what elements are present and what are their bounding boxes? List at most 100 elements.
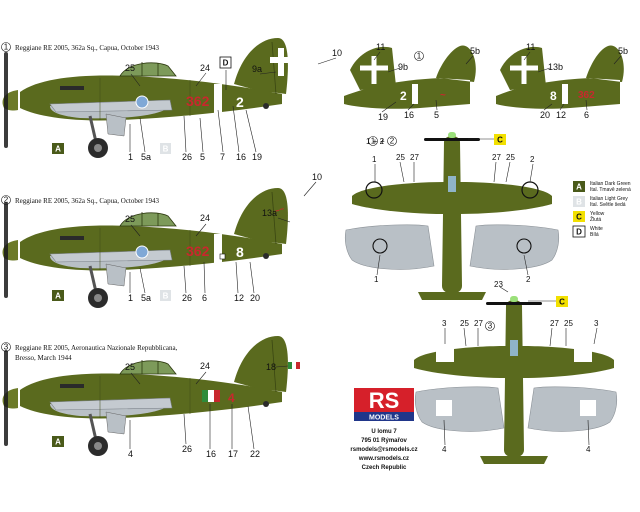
profile-2-number: 2	[4, 196, 9, 205]
plan-view-3-callout-4b: 4	[586, 445, 591, 454]
profile-2-fuselage-band	[214, 234, 222, 268]
profile-2-callout-10: 10	[312, 172, 322, 182]
tail-detail-2-callout-20: 20	[540, 110, 550, 120]
profile-1-key-b-label: B	[163, 145, 169, 154]
rs-logo-top-bg	[354, 388, 414, 412]
profile-3-caption-line2: Bresso, March 1944	[15, 354, 72, 362]
plan-view-3-callout-3b: 3	[594, 319, 599, 328]
plan-view-1-2-callout-25: 25	[396, 153, 405, 162]
legend-key-d	[572, 225, 586, 238]
legend-a-line1: Italian Dark Green	[590, 181, 631, 187]
legend-d-line1: White	[590, 226, 603, 232]
tail-detail-2-callout-12: 12	[556, 110, 566, 120]
profile-3-code-red: 4	[228, 391, 235, 405]
profile-2-callout-1: 1	[128, 293, 133, 303]
plan-view-3-callout-23: 23	[494, 280, 503, 289]
tail-detail-1-code: 2	[400, 89, 407, 103]
legend-a-line2: Ital. Tmavě zelená	[590, 187, 631, 193]
legend-c-line1: Yellow	[590, 211, 605, 217]
plan-view-1-2-callout-25b: 25	[506, 153, 515, 162]
profile-3-flag-red	[214, 390, 220, 402]
svg-text:C: C	[559, 298, 565, 307]
profile-3-callout-26: 26	[182, 444, 192, 454]
profile-2-callout-24: 24	[200, 213, 210, 223]
plan-view-1-2: 1 + 2 1 + 2 C 1 25 27 27 25 2 1 2	[344, 132, 560, 300]
profile-1-fuselage-band	[214, 84, 222, 118]
legend-key-b	[573, 196, 585, 207]
profile-2-callout-5a: 5a	[141, 293, 151, 303]
address-line-1: U lomu 7	[371, 429, 397, 435]
profile-3-tail-flag-green	[288, 362, 292, 369]
tail-detail-2-code-red: 362	[578, 90, 595, 101]
profile-2-key-b	[160, 290, 171, 301]
svg-text:1: 1	[371, 137, 376, 146]
tail-detail-2-callout-5b: 5b	[618, 46, 628, 56]
profile-3: 3 Reggiane RE 2005, Aeronautica Nazional…	[1, 334, 300, 459]
plan-view-1-2-callout-1b: 1	[374, 275, 379, 284]
plan-view-3-wing-marking-left	[436, 344, 454, 362]
legend-b-line1: Italian Light Grey	[590, 196, 628, 202]
legend-key-a-label: A	[576, 183, 582, 192]
profile-1-squadron-badge	[135, 95, 149, 109]
profile-3-caption-line1: Reggiane RE 2005, Aeronautica Nazionale …	[15, 344, 178, 352]
profile-3-flag-white	[208, 390, 214, 402]
profile-2-callout-6: 6	[202, 293, 207, 303]
plan-view-3-callout-4: 4	[442, 445, 447, 454]
tail-detail-1-badge	[414, 51, 424, 61]
tail-detail-2-callout-13b: 13b	[548, 62, 563, 72]
colour-legend: A Italian Dark Green Ital. Tmavě zelená …	[572, 181, 631, 238]
profile-2-code-white: 8	[236, 244, 244, 260]
profile-3-callout-22: 22	[250, 449, 260, 459]
profile-1: 1 Reggiane RE 2005, 362a Sq., Capua, Oct…	[1, 36, 342, 162]
profile-2-tail-emblem: ~~	[274, 204, 286, 216]
profile-2-callout-26: 26	[182, 293, 192, 303]
plan-view-3-callout-27: 27	[474, 319, 483, 328]
plan-view-3-header: 3	[488, 322, 493, 331]
profile-2-key-a	[52, 290, 64, 301]
company-address: U lomu 7 795 01 Rýmařov rsmodels@rsmodel…	[350, 429, 417, 471]
profile-1-callout-5: 5	[200, 152, 205, 162]
plan-view-1-2-callout-2b: 2	[526, 275, 531, 284]
rs-logo-top: RS	[369, 388, 400, 413]
plan-view-1-2-callout-2: 2	[530, 155, 535, 164]
profile-1-callout-7: 7	[220, 152, 225, 162]
plan-view-3-under-wing-right	[527, 386, 618, 432]
plan-view-3-wing-marking-right	[574, 344, 592, 362]
profile-3-tail-flag-red	[296, 362, 300, 369]
profile-2-callout-13a: 13a	[262, 208, 277, 218]
legend-key-a	[573, 181, 585, 192]
svg-text:C: C	[497, 136, 503, 145]
legend-b-line2: Ital. Světle šedá	[590, 202, 626, 208]
profile-1-key-d	[219, 56, 232, 69]
legend-d-line2: Bílá	[590, 232, 599, 238]
profile-1-callout-25: 25	[125, 63, 135, 73]
profile-1-callout-24: 24	[200, 63, 210, 73]
profile-1-tail-cross	[270, 48, 292, 76]
tail-detail-2-cross	[510, 56, 538, 84]
plan-view-1-2-header: 1 + 2	[366, 137, 385, 146]
plan-view-1-2-callout-1: 1	[372, 155, 377, 164]
plan-view-3-callout-25b: 25	[564, 319, 573, 328]
profile-3-callout-4: 4	[128, 449, 133, 459]
profile-1-key-d-label: D	[223, 59, 229, 68]
tail-detail-1-cross	[360, 56, 388, 84]
profile-1-code-white: 2	[236, 94, 244, 110]
plan-view-3-callout-27b: 27	[550, 319, 559, 328]
profile-1-key-b	[160, 143, 171, 154]
profile-3-callout-18: 18	[266, 362, 276, 372]
tail-detail-1-callout-16: 16	[404, 110, 414, 120]
profile-1-caption: Reggiane RE 2005, 362a Sq., Capua, Octob…	[15, 44, 160, 52]
svg-text:+: +	[380, 137, 385, 146]
tail-detail-1-callout-5b: 5b	[470, 46, 480, 56]
profile-3-callout-16: 16	[206, 449, 216, 459]
legend-c-line2: Žlutá	[590, 215, 601, 223]
profile-3-callout-24: 24	[200, 361, 210, 371]
plan-view-1-2-callout-27b: 27	[492, 153, 501, 162]
svg-text:1: 1	[417, 52, 422, 61]
profile-2-key-d-marker	[219, 253, 226, 260]
plan-view-3-under-wing-left	[414, 386, 505, 432]
address-line-2: 795 01 Rýmařov	[361, 438, 407, 444]
profile-2-callout-12: 12	[234, 293, 244, 303]
profile-1-callout-26: 26	[182, 152, 192, 162]
profile-2-callout-25: 25	[125, 214, 135, 224]
